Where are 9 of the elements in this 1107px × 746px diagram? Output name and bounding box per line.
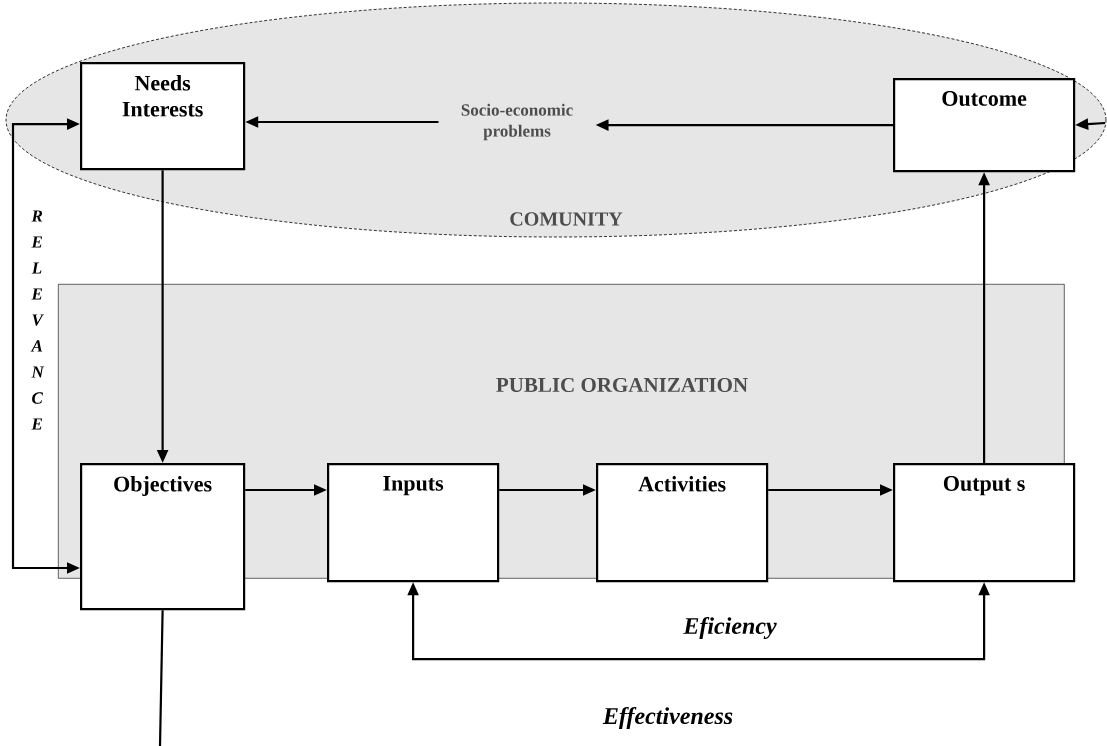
note-label: Effectiveness <box>602 707 733 729</box>
process-box: Outcome <box>893 78 1076 173</box>
process-box: Objectives <box>80 463 246 611</box>
process-box: Output s <box>893 463 1076 583</box>
problem-text: Socio-economic problems <box>461 103 573 141</box>
edge-label: Eficiency <box>683 616 777 640</box>
process-box: Activities <box>596 463 769 583</box>
process-box: Inputs <box>327 463 500 583</box>
process-box: Needs Interests <box>80 62 246 171</box>
